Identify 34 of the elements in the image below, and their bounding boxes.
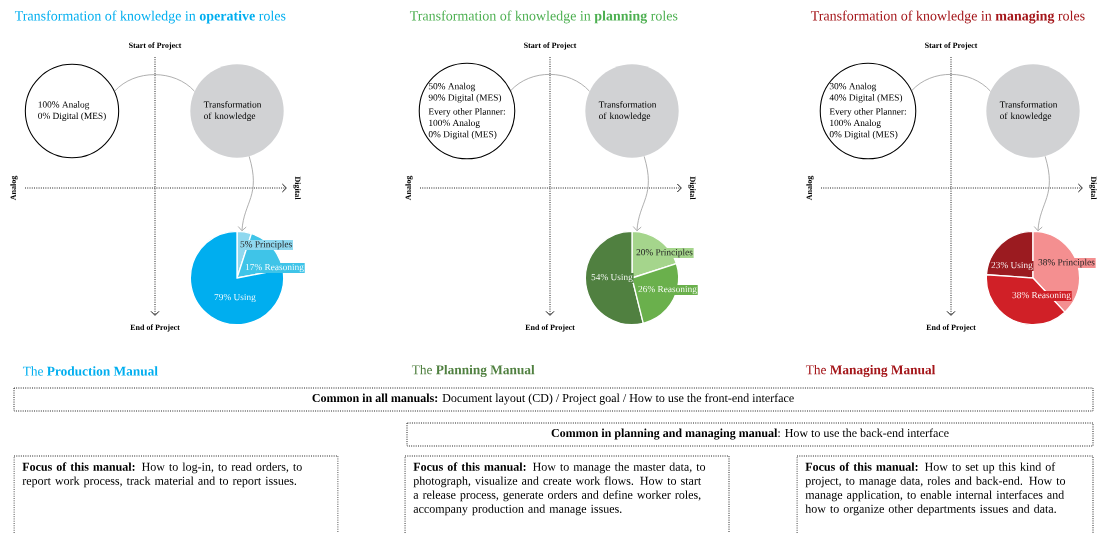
axis-label: Start of Project (925, 42, 978, 50)
connector (632, 155, 649, 232)
axis-label: End of Project (130, 324, 180, 332)
axis-label: Digital (293, 176, 301, 200)
axis-label: Digital (1089, 176, 1097, 200)
slice-label: 20% Principles (635, 247, 694, 259)
dotted-box: Focus of this manual: How to set up this kind of project, to manage data, roles and back-end. How to manage application, to enable internal interfaces and how to organize other departments issues and data. (796, 455, 1094, 533)
axis-label: End of Project (525, 324, 575, 332)
axis-label: Analog (10, 175, 18, 201)
axis-label: Analog (405, 175, 413, 201)
slice-label: 17% Reasoning (244, 263, 305, 273)
panel-title: Transformation of knowledge in operative roles (14, 10, 286, 24)
panel-title: Transformation of knowledge in planning roles (409, 10, 678, 24)
dotted-box: Focus of this manual: How to manage the master data, to photograph, visualize and create work flows. How to start a release process, generate orders and define worker roles, accompany production and manage issues. (404, 455, 730, 533)
slice-label: 79% Using (213, 293, 257, 303)
connector (911, 73, 991, 92)
axis-label: Start of Project (524, 42, 577, 50)
slice-label: 5% Principles (239, 239, 293, 251)
dotted-box: Common in all manuals: Document layout (CD) / Project goal / How to use the front-end interface (13, 387, 1094, 412)
connector (237, 155, 254, 232)
panel-title: Transformation of knowledge in managing roles (810, 10, 1085, 24)
connector (114, 74, 195, 92)
dotted-box: Common in planning and managing manual: How to use the back-end interface (406, 422, 1094, 447)
slice-label: 38% Principles (1037, 257, 1096, 269)
slice-label: 26% Reasoning (637, 285, 698, 295)
connector (1033, 155, 1050, 232)
dotted-box: Focus of this manual: How to log-in, to read orders, to report work process, track material and to report issues. (13, 455, 339, 533)
connector (510, 73, 590, 92)
axis-label: Start of Project (129, 42, 182, 50)
manual-heading: The Production Manual (22, 366, 158, 376)
axis-label: End of Project (926, 324, 976, 332)
axis-label: Digital (688, 176, 696, 200)
slice-label: 23% Using (990, 261, 1034, 271)
axis-label: Analog (806, 175, 814, 201)
